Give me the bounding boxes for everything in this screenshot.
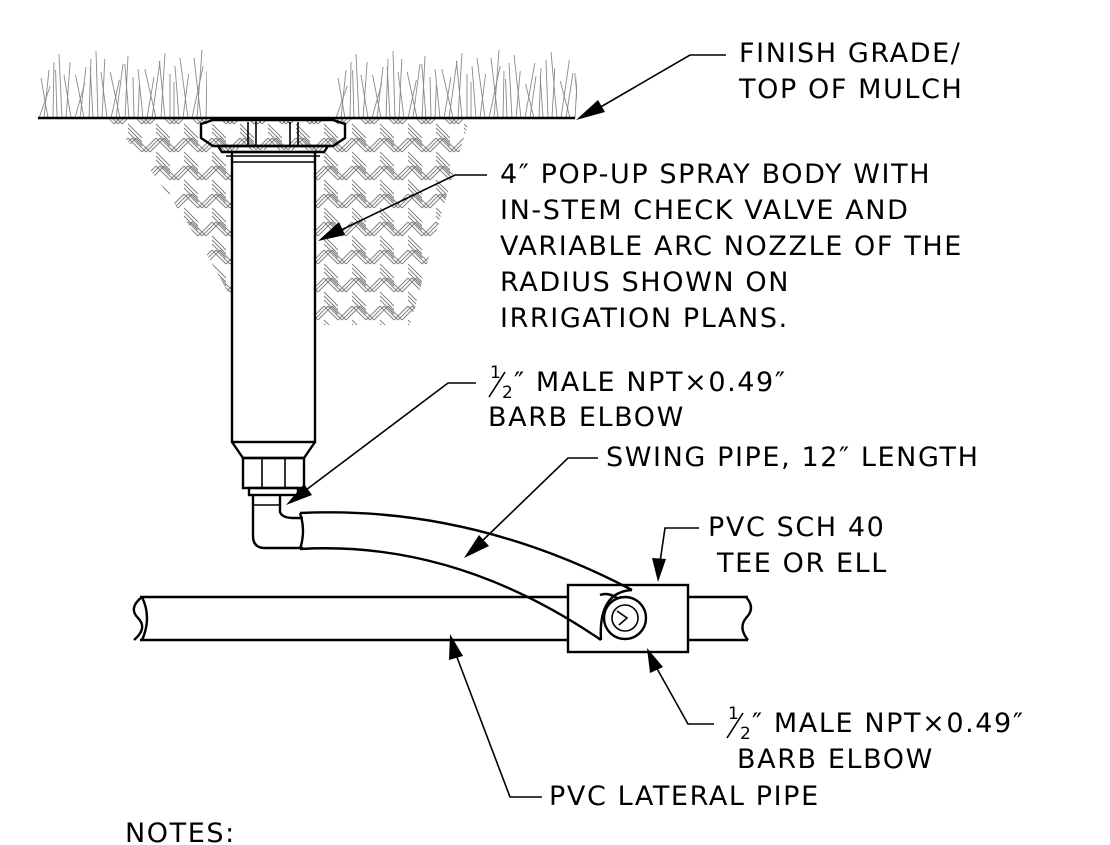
grass-right <box>332 49 577 118</box>
label-barb-elbow-bottom: 1 2 ″ MALE NPT×0.49″ BARB ELBOW <box>726 704 1025 775</box>
pvc-tee-fitting <box>566 583 690 654</box>
label-barb-elbow-bottom-line2: BARB ELBOW <box>737 744 934 775</box>
spray-body-cap <box>199 118 347 157</box>
swing-pipe <box>298 511 633 641</box>
label-barb-elbow-top-line1: ″ MALE NPT×0.49″ <box>514 367 787 398</box>
label-swing-pipe: SWING PIPE, 12″ LENGTH <box>606 442 980 473</box>
label-spray-body-line1: 4″ POP-UP SPRAY BODY WITH <box>500 159 931 190</box>
label-spray-body: 4″ POP-UP SPRAY BODY WITH IN-STEM CHECK … <box>500 159 963 334</box>
label-finish-grade: FINISH GRADE/ TOP OF MULCH <box>738 38 963 105</box>
label-lateral-pipe: PVC LATERAL PIPE <box>549 781 820 812</box>
label-barb-elbow-top-line2: BARB ELBOW <box>488 402 685 433</box>
label-spray-body-line4: RADIUS SHOWN ON <box>500 267 790 298</box>
fraction-numerator: 1 <box>490 363 501 383</box>
fraction-denominator: 2 <box>502 383 513 403</box>
notes-heading: NOTES: <box>125 818 236 845</box>
label-spray-body-line2: IN-STEM CHECK VALVE AND <box>500 195 910 226</box>
label-pvc-fitting-line2: TEE OR ELL <box>716 548 888 579</box>
label-spray-body-line3: VARIABLE ARC NOZZLE OF THE <box>500 231 963 262</box>
fraction-denominator: 2 <box>740 724 751 744</box>
grass-left <box>35 49 207 118</box>
leader-lines <box>286 54 726 798</box>
fraction-numerator: 1 <box>728 704 739 724</box>
label-finish-grade-line2: TOP OF MULCH <box>738 74 963 105</box>
label-pvc-fitting: PVC SCH 40 TEE OR ELL <box>708 512 888 579</box>
label-barb-elbow-bottom-line1: ″ MALE NPT×0.49″ <box>752 708 1025 739</box>
label-pvc-fitting-line1: PVC SCH 40 <box>708 512 885 543</box>
soil-hatch <box>108 118 470 325</box>
label-finish-grade-line1: FINISH GRADE/ <box>739 38 961 69</box>
lateral-pipe <box>132 595 753 642</box>
barb-elbow-top <box>251 495 303 550</box>
label-spray-body-line5: IRRIGATION PLANS. <box>500 303 789 334</box>
label-barb-elbow-top: 1 2 ″ MALE NPT×0.49″ BARB ELBOW <box>488 363 787 433</box>
spray-body-tube <box>230 150 317 497</box>
